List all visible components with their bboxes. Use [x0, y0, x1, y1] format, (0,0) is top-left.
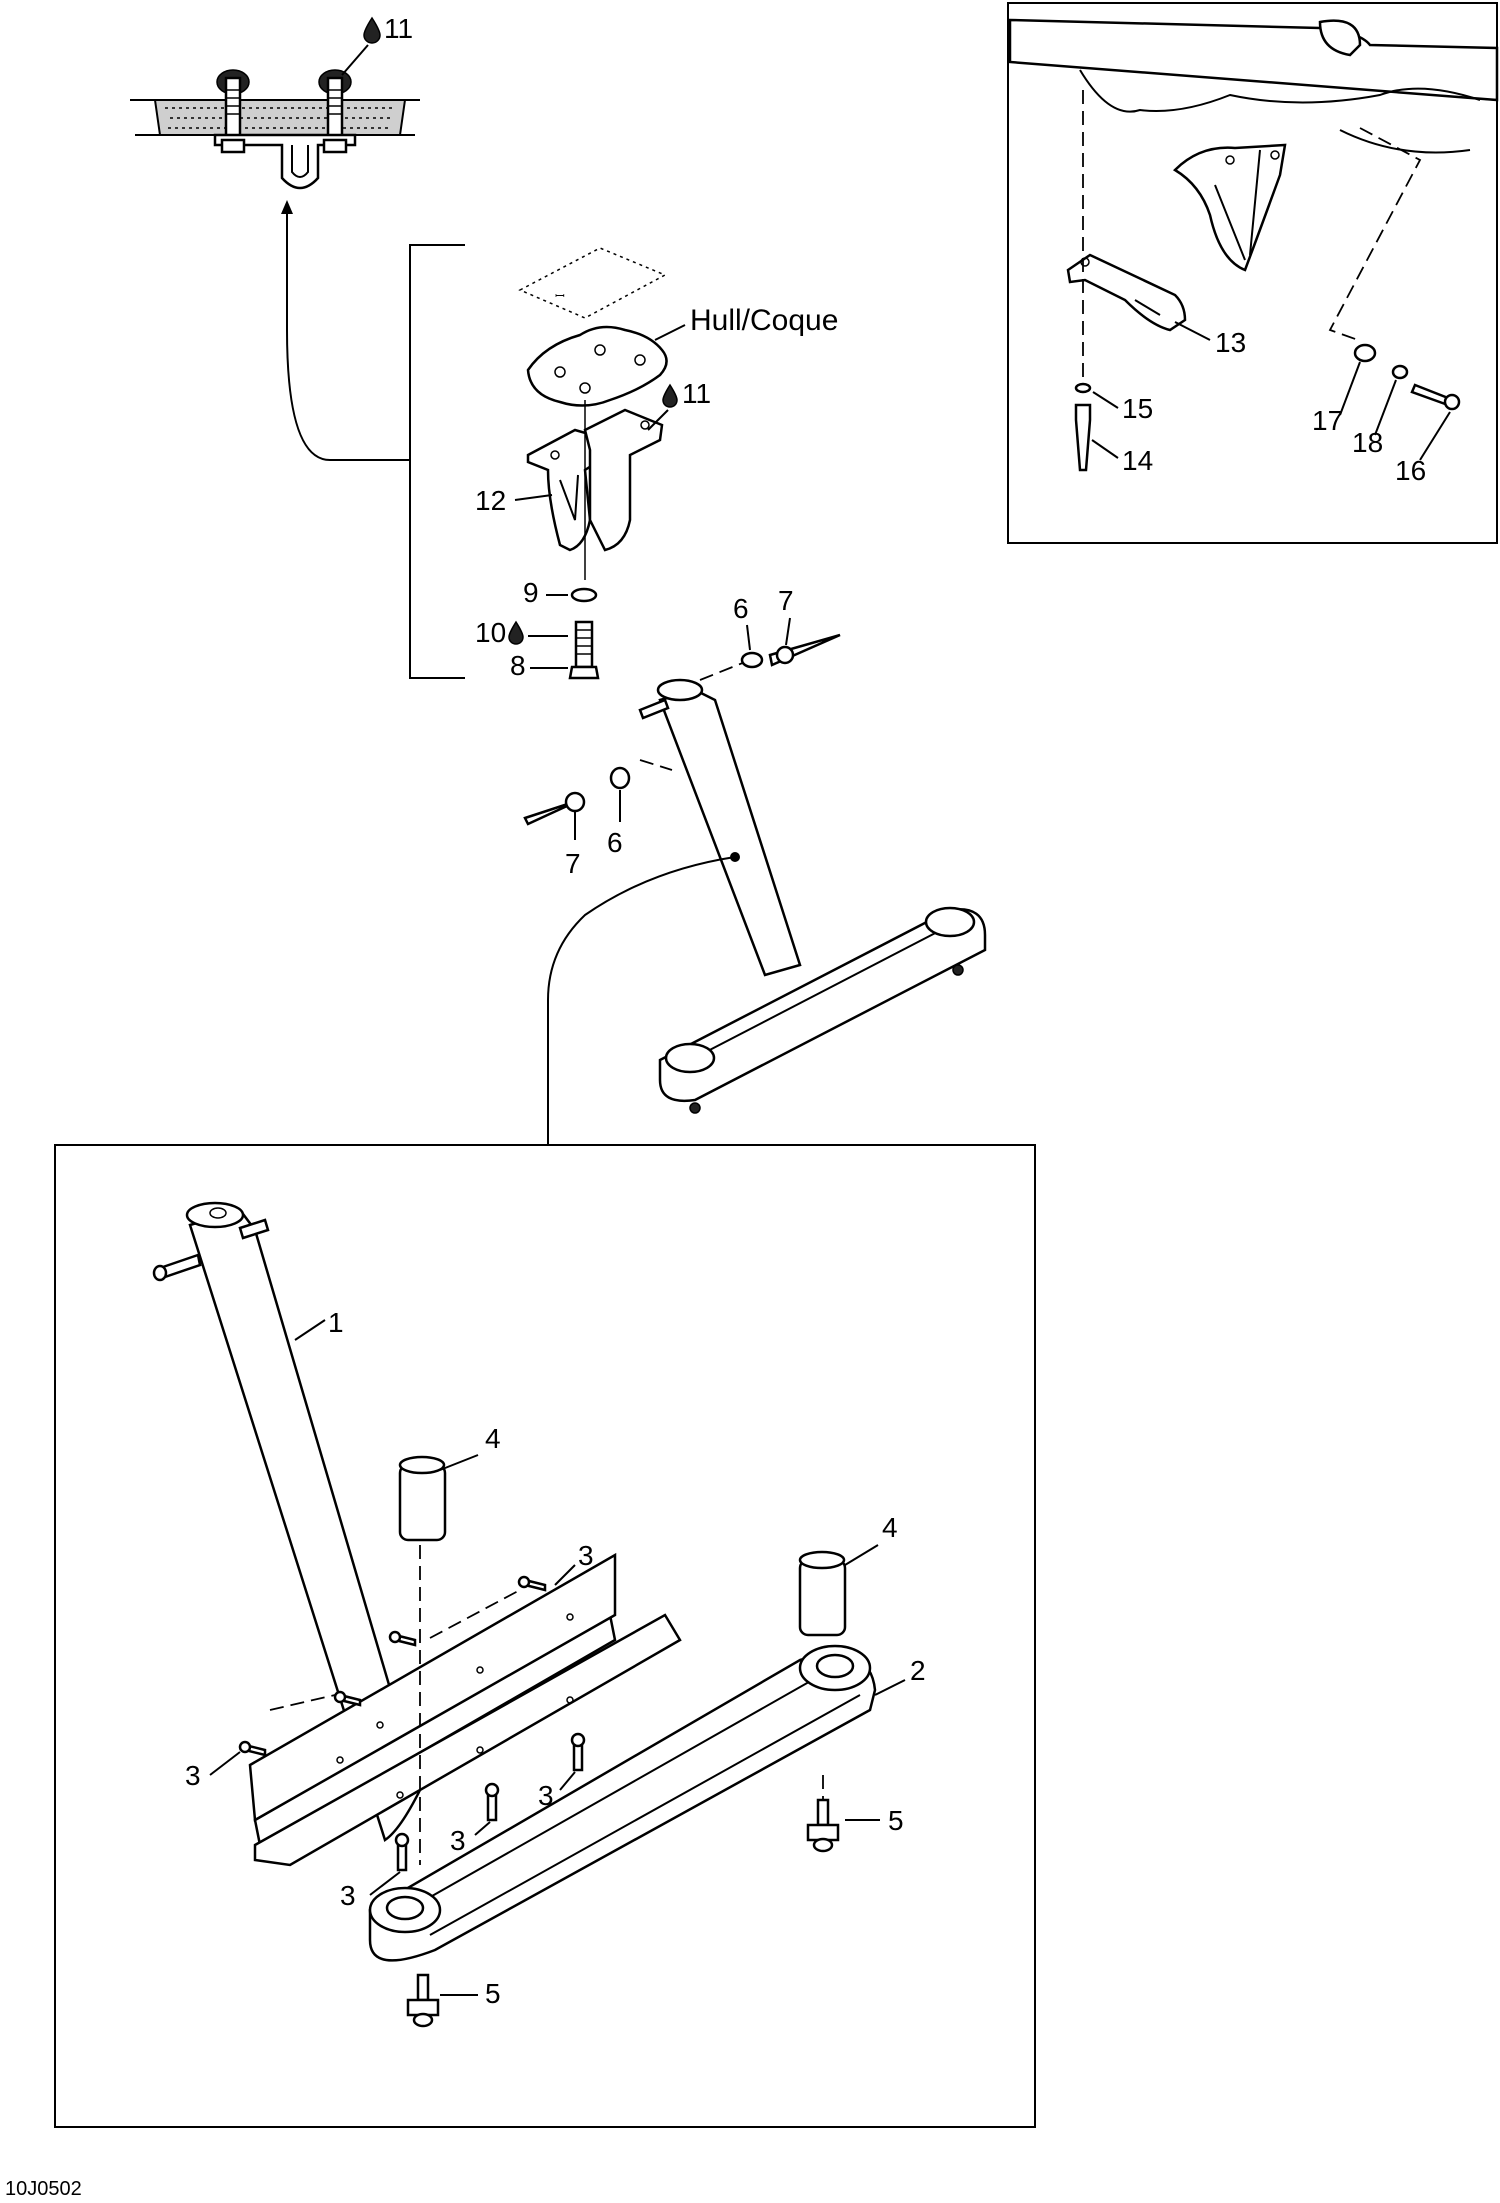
callout-17: 17: [1312, 405, 1343, 436]
dotted-template-plate: [518, 247, 667, 319]
washer-17: [1353, 343, 1377, 363]
inset-detail-box: 13 15 14 17 18 16: [1007, 2, 1499, 544]
hull-section-detail: 11: [130, 13, 420, 330]
callout-7-bot: 7: [565, 848, 581, 879]
sealant-drop-icon: [508, 620, 524, 645]
screw-16: [1410, 383, 1450, 407]
washer-15: [1074, 382, 1092, 394]
svg-text:ꟷ: ꟷ: [555, 289, 565, 303]
rivet-14: [1074, 403, 1092, 472]
bumper-4-left: [398, 1463, 447, 1542]
callout-18: 18: [1352, 427, 1383, 458]
callout-11-top: 11: [384, 13, 413, 44]
callout-3-low: 3: [450, 1825, 466, 1856]
callout-3-left: 3: [185, 1760, 201, 1791]
callout-10: 10: [475, 617, 506, 648]
hull-mount-group: ꟷ Hull/Coque 11 12 9 10 8: [475, 247, 838, 681]
callout-9: 9: [523, 577, 539, 608]
washer-6: [740, 651, 764, 669]
inset-plate-13: [1066, 253, 1187, 332]
leader-to-detail: [547, 856, 736, 1145]
washer-6: [609, 766, 631, 790]
stand-post-1: [188, 1208, 422, 1842]
callout-14: 14: [1122, 445, 1153, 476]
hull-bracket-12-side: [583, 408, 664, 552]
bumper-4-right: [798, 1558, 847, 1637]
foot-5-left: [416, 1973, 430, 2002]
callout-2: 2: [910, 1655, 926, 1686]
callout-7-top: 7: [778, 585, 794, 616]
washer-18: [1391, 364, 1409, 380]
drawing-code: 10J0502: [5, 2178, 82, 2200]
stand-pad-small: [658, 908, 987, 1103]
stand-assembly-small: 6 7 6 7: [523, 585, 987, 1145]
callout-13: 13: [1215, 327, 1246, 358]
gasket-plate: [526, 325, 668, 407]
callout-1: 1: [328, 1307, 344, 1338]
callout-16: 16: [1395, 455, 1426, 486]
callout-11-mid: 11: [682, 378, 711, 409]
sealant-drop-icon: [662, 383, 678, 408]
callout-3-top: 3: [578, 1540, 594, 1571]
arrow-up-icon: [281, 200, 293, 214]
stand-post-small: [658, 688, 802, 977]
bolt-8: [574, 620, 594, 669]
callout-8: 8: [510, 650, 526, 681]
callout-4-right: 4: [882, 1512, 898, 1543]
group-bracket: [409, 244, 465, 679]
sealant-drop-icon: [363, 16, 381, 44]
foot-5-right: [816, 1798, 830, 1827]
washer-9: [570, 587, 598, 603]
callout-3-mid: 3: [538, 1780, 554, 1811]
callout-6-bot: 6: [607, 827, 623, 858]
callout-12: 12: [475, 485, 506, 516]
callout-5-left: 5: [485, 1978, 501, 2009]
callout-6-top: 6: [733, 593, 749, 624]
callout-3-bottom: 3: [340, 1880, 356, 1911]
leader-curve: [286, 329, 410, 461]
callout-15: 15: [1122, 393, 1153, 424]
callout-4-left: 4: [485, 1423, 501, 1454]
hull-label: Hull/Coque: [690, 304, 838, 337]
callout-5-right: 5: [888, 1805, 904, 1836]
lower-detail-box: 1 2 4 4 3: [54, 1144, 1036, 2128]
